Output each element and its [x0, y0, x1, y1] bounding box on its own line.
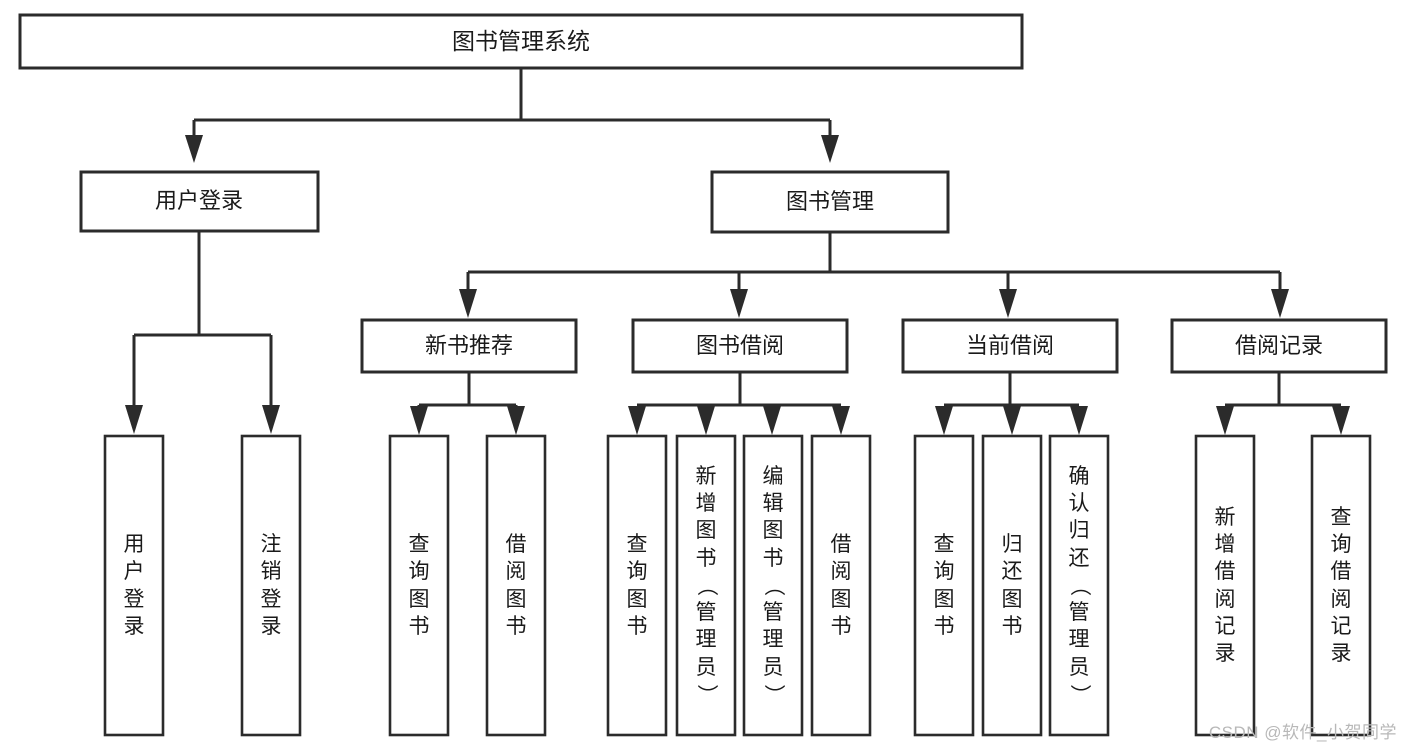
arrow-head-icon	[410, 406, 428, 435]
arrow-head-icon	[262, 405, 280, 434]
arrow-head-icon	[628, 406, 646, 435]
leaf-box-book-borrow-3[interactable]	[742, 434, 804, 737]
node-root[interactable]: 图书管理系统	[18, 13, 1024, 70]
node-new-book-recommend-box[interactable]	[360, 318, 578, 374]
leaf-box-user-login-2[interactable]	[240, 434, 302, 737]
leaf-box-new-book-1[interactable]	[388, 434, 450, 737]
connector-user-login-children	[125, 231, 280, 434]
node-root-box[interactable]	[18, 13, 1024, 70]
node-current-borrow[interactable]: 当前借阅	[901, 318, 1119, 374]
arrow-head-icon	[125, 405, 143, 434]
node-book-borrow-box[interactable]	[631, 318, 849, 374]
connector-new-book-recommend-children	[410, 372, 525, 435]
node-book-manage-box[interactable]	[710, 170, 950, 234]
node-book-manage[interactable]: 图书管理	[710, 170, 950, 234]
node-root-label: 图书管理系统	[452, 28, 590, 54]
arrow-head-icon	[459, 289, 477, 318]
node-user-login[interactable]: 用户登录	[79, 170, 320, 233]
arrow-head-icon	[730, 289, 748, 318]
node-new-book-recommend-label: 新书推荐	[425, 333, 513, 358]
arrow-head-icon	[185, 135, 203, 163]
arrow-head-icon	[1070, 406, 1088, 435]
connector-borrow-record-children	[1216, 372, 1350, 435]
node-book-manage-label: 图书管理	[786, 189, 874, 214]
leaf-box-current-borrow-3[interactable]	[1048, 434, 1110, 737]
arrow-head-icon	[1332, 406, 1350, 435]
leaf-box-book-borrow-2[interactable]	[675, 434, 737, 737]
leaf-box-current-borrow-2[interactable]	[981, 434, 1043, 737]
node-borrow-record[interactable]: 借阅记录	[1170, 318, 1388, 374]
leaf-box-book-borrow-4[interactable]	[810, 434, 872, 737]
arrow-head-icon	[1216, 406, 1234, 435]
arrow-head-icon	[507, 406, 525, 435]
node-current-borrow-label: 当前借阅	[966, 333, 1054, 358]
connector-current-borrow-children	[935, 372, 1088, 435]
leaf-box-user-login-1[interactable]	[103, 434, 165, 737]
node-current-borrow-box[interactable]	[901, 318, 1119, 374]
leaf-box-borrow-record-2[interactable]	[1310, 434, 1372, 737]
arrow-head-icon	[763, 406, 781, 435]
arrow-head-icon	[935, 406, 953, 435]
node-user-login-label: 用户登录	[155, 188, 243, 213]
node-borrow-record-box[interactable]	[1170, 318, 1388, 374]
leaf-box-current-borrow-1[interactable]	[913, 434, 975, 737]
leaf-box-new-book-2[interactable]	[485, 434, 547, 737]
arrow-head-icon	[1003, 406, 1021, 435]
node-borrow-record-label: 借阅记录	[1235, 333, 1323, 358]
arrow-head-icon	[832, 406, 850, 435]
connector-book-manage-children	[459, 232, 1289, 318]
arrow-head-icon	[1271, 289, 1289, 318]
arrow-head-icon	[697, 406, 715, 435]
node-new-book-recommend[interactable]: 新书推荐	[360, 318, 578, 374]
node-book-borrow[interactable]: 图书借阅	[631, 318, 849, 374]
connector-root-to-level2	[185, 68, 839, 163]
leaf-box-book-borrow-1[interactable]	[606, 434, 668, 737]
connector-book-borrow-children	[628, 372, 850, 435]
watermark-text: CSDN @软件_小贺同学	[1208, 723, 1397, 742]
leaf-box-borrow-record-1[interactable]	[1194, 434, 1256, 737]
node-book-borrow-label: 图书借阅	[696, 333, 784, 358]
arrow-head-icon	[821, 135, 839, 163]
arrow-head-icon	[999, 289, 1017, 318]
